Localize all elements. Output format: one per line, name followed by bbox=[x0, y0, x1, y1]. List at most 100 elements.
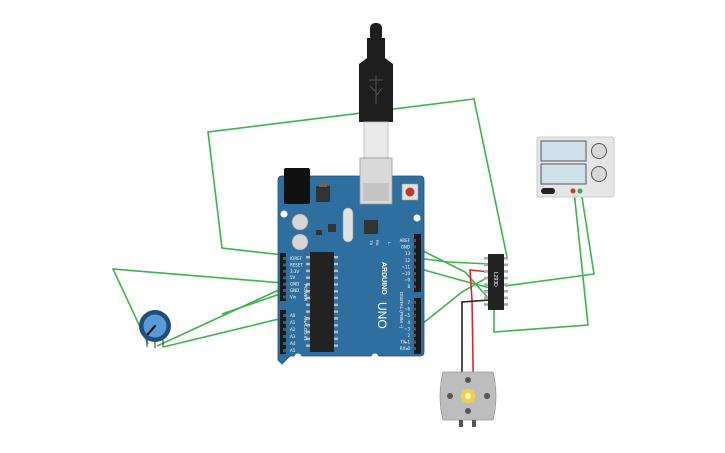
header-pin[interactable] bbox=[283, 314, 286, 317]
driver-pin[interactable] bbox=[504, 257, 508, 260]
driver-pin[interactable] bbox=[484, 290, 488, 293]
driver-pin[interactable] bbox=[504, 290, 508, 293]
digital-header-bottom bbox=[414, 298, 421, 354]
header-pin[interactable] bbox=[283, 282, 286, 286]
wire-a0[interactable] bbox=[221, 292, 284, 315]
header-pin-label: GND bbox=[290, 288, 299, 293]
wire-pin-11[interactable] bbox=[416, 267, 491, 289]
header-pin[interactable] bbox=[413, 278, 416, 282]
header-pin[interactable] bbox=[413, 239, 416, 242]
header-pin-label: ~10 bbox=[402, 271, 411, 276]
driver-pin[interactable] bbox=[504, 283, 508, 286]
header-pin-label: IOREF bbox=[290, 256, 303, 261]
header-pin-label: 5V bbox=[290, 275, 296, 280]
wire-pot-wiper[interactable] bbox=[156, 287, 284, 347]
header-pin[interactable] bbox=[283, 342, 286, 345]
header-pin-label: ~9 bbox=[404, 278, 410, 283]
wire-supply-neg[interactable] bbox=[493, 190, 589, 333]
driver-pin[interactable] bbox=[504, 303, 508, 306]
driver-pin[interactable] bbox=[484, 276, 488, 280]
motor-terminal bbox=[472, 420, 476, 427]
header-pin[interactable] bbox=[413, 301, 416, 304]
header-pin[interactable] bbox=[413, 334, 416, 337]
header-pin[interactable] bbox=[283, 349, 286, 352]
driver-pin[interactable] bbox=[484, 296, 488, 300]
header-pin[interactable] bbox=[283, 289, 286, 292]
header-pin[interactable] bbox=[413, 347, 416, 351]
header-pin[interactable] bbox=[413, 285, 416, 289]
voltage-knob[interactable] bbox=[591, 143, 607, 159]
header-pin[interactable] bbox=[413, 320, 416, 324]
header-pin[interactable] bbox=[283, 328, 286, 331]
mcu-pin bbox=[306, 296, 310, 300]
mcu-pin bbox=[334, 269, 338, 273]
power-supply-icon[interactable] bbox=[536, 136, 615, 198]
motor-terminal bbox=[459, 420, 463, 427]
header-pin[interactable] bbox=[283, 263, 286, 267]
driver-pin[interactable] bbox=[504, 263, 508, 267]
power-switch[interactable] bbox=[541, 188, 555, 194]
wire-supply-pos[interactable] bbox=[504, 190, 595, 287]
voltage-regulator bbox=[316, 186, 330, 202]
header-pin-label: A1 bbox=[290, 320, 296, 325]
header-pin[interactable] bbox=[283, 276, 286, 280]
driver-pin[interactable] bbox=[484, 270, 488, 273]
usb-socket-inner bbox=[363, 183, 389, 201]
header-pin-label: ~5 bbox=[404, 313, 410, 318]
wire-5v-loop[interactable] bbox=[207, 98, 508, 258]
usb-chip bbox=[364, 220, 378, 234]
motor-screw bbox=[465, 377, 471, 383]
header-pin[interactable] bbox=[413, 252, 416, 256]
header-pin[interactable] bbox=[413, 265, 416, 269]
driver-pin[interactable] bbox=[484, 257, 488, 260]
header-pin[interactable] bbox=[413, 340, 416, 344]
wire-pot-right[interactable] bbox=[162, 317, 284, 348]
header-pin-label: RX◂0 bbox=[400, 346, 411, 351]
wire-pin-gnd[interactable] bbox=[416, 247, 491, 301]
driver-pin[interactable] bbox=[484, 283, 488, 286]
wire-pin-3[interactable] bbox=[416, 275, 491, 329]
current-knob[interactable] bbox=[591, 166, 607, 182]
smd-component bbox=[328, 224, 336, 232]
tx-led-label: TX bbox=[369, 240, 374, 245]
driver-pin[interactable] bbox=[484, 303, 488, 306]
driver-pin[interactable] bbox=[504, 296, 508, 300]
header-pin[interactable] bbox=[413, 307, 416, 311]
driver-pin[interactable] bbox=[484, 263, 488, 267]
dc-motor-icon[interactable] bbox=[439, 371, 497, 427]
wire-motor-red[interactable] bbox=[469, 269, 491, 426]
mcu-pin bbox=[306, 283, 310, 286]
header-pin[interactable] bbox=[413, 272, 416, 275]
header-pin[interactable] bbox=[283, 295, 286, 299]
driver-pin[interactable] bbox=[504, 276, 508, 280]
usb-cable-icon[interactable] bbox=[359, 23, 393, 159]
header-pin-label: A2 bbox=[290, 327, 296, 332]
capacitor bbox=[291, 213, 309, 231]
header-pin[interactable] bbox=[283, 269, 286, 273]
mcu-pin bbox=[334, 330, 338, 334]
driver-pin[interactable] bbox=[504, 270, 508, 273]
header-pin[interactable] bbox=[283, 257, 286, 260]
header-pin-label: ~3 bbox=[404, 326, 410, 331]
positive-terminal[interactable] bbox=[570, 188, 576, 194]
header-pin[interactable] bbox=[283, 321, 286, 324]
header-pin[interactable] bbox=[413, 327, 416, 331]
current-display bbox=[540, 163, 587, 185]
header-pin[interactable] bbox=[413, 314, 416, 318]
wire-pin-12[interactable] bbox=[416, 257, 491, 265]
wire-pot-left[interactable] bbox=[111, 268, 284, 345]
driver-pins bbox=[484, 257, 508, 306]
header-pin[interactable] bbox=[413, 258, 416, 262]
header-pin[interactable] bbox=[413, 245, 416, 249]
mcu-pin bbox=[306, 276, 310, 279]
power-jack bbox=[284, 168, 310, 204]
negative-terminal[interactable] bbox=[577, 188, 583, 194]
potentiometer-icon[interactable] bbox=[139, 310, 171, 348]
header-pin[interactable] bbox=[283, 335, 286, 338]
l293d-driver-chip[interactable]: L293D bbox=[484, 254, 508, 310]
